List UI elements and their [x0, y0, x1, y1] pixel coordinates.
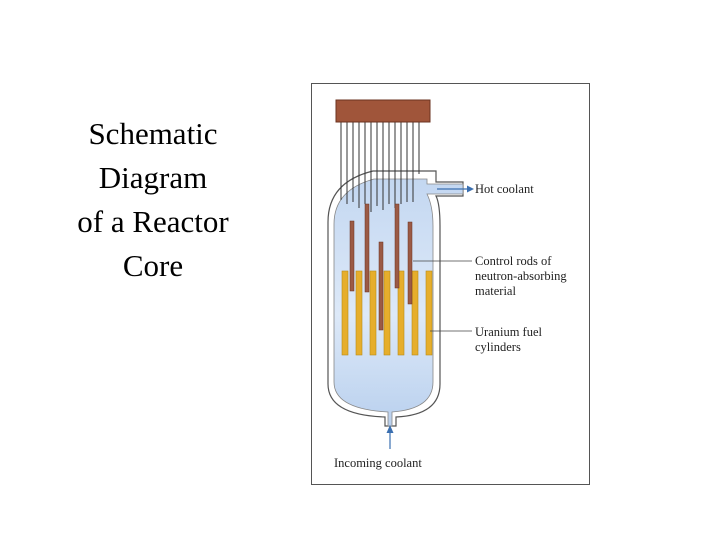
control-rods-label-line3: material [475, 284, 516, 298]
incoming-coolant-arrowhead [386, 425, 394, 433]
title-line: Core [122, 248, 184, 283]
control-rods [349, 203, 413, 331]
control-rod [394, 203, 400, 289]
slide-title: Schematic Diagram of a Reactor Core [48, 112, 258, 288]
control-rod [349, 220, 355, 292]
fuel-cylinder [425, 270, 433, 356]
reactor-core-diagram: Hot coolant Control rods of neutron-abso… [327, 99, 567, 470]
fuel-cylinder [341, 270, 349, 356]
control-rods-label-line2: neutron-absorbing [475, 269, 567, 283]
control-rod [364, 203, 370, 293]
hot-coolant-arrowhead [467, 185, 474, 193]
fuel-label-line1: Uranium fuel [475, 325, 543, 339]
fuel-label-line2: cylinders [475, 340, 521, 354]
incoming-coolant-label: Incoming coolant [334, 456, 422, 470]
control-drive-lines [340, 122, 420, 212]
fuel-cylinder [383, 270, 391, 356]
fuel-cylinders [341, 270, 433, 356]
fuel-cylinder [369, 270, 377, 356]
control-rods-label-line1: Control rods of [475, 254, 552, 268]
title-line: of a Reactor [77, 204, 229, 239]
hot-coolant-label: Hot coolant [475, 182, 534, 196]
title-line: Schematic [88, 116, 218, 151]
control-rod-drive-head [335, 99, 431, 123]
control-rod [378, 241, 384, 331]
fuel-cylinder [411, 270, 419, 356]
fuel-cylinder [397, 270, 405, 356]
control-rod [407, 221, 413, 305]
title-line: Diagram [98, 160, 208, 195]
figure-frame: Hot coolant Control rods of neutron-abso… [311, 83, 590, 485]
fuel-cylinder [355, 270, 363, 356]
